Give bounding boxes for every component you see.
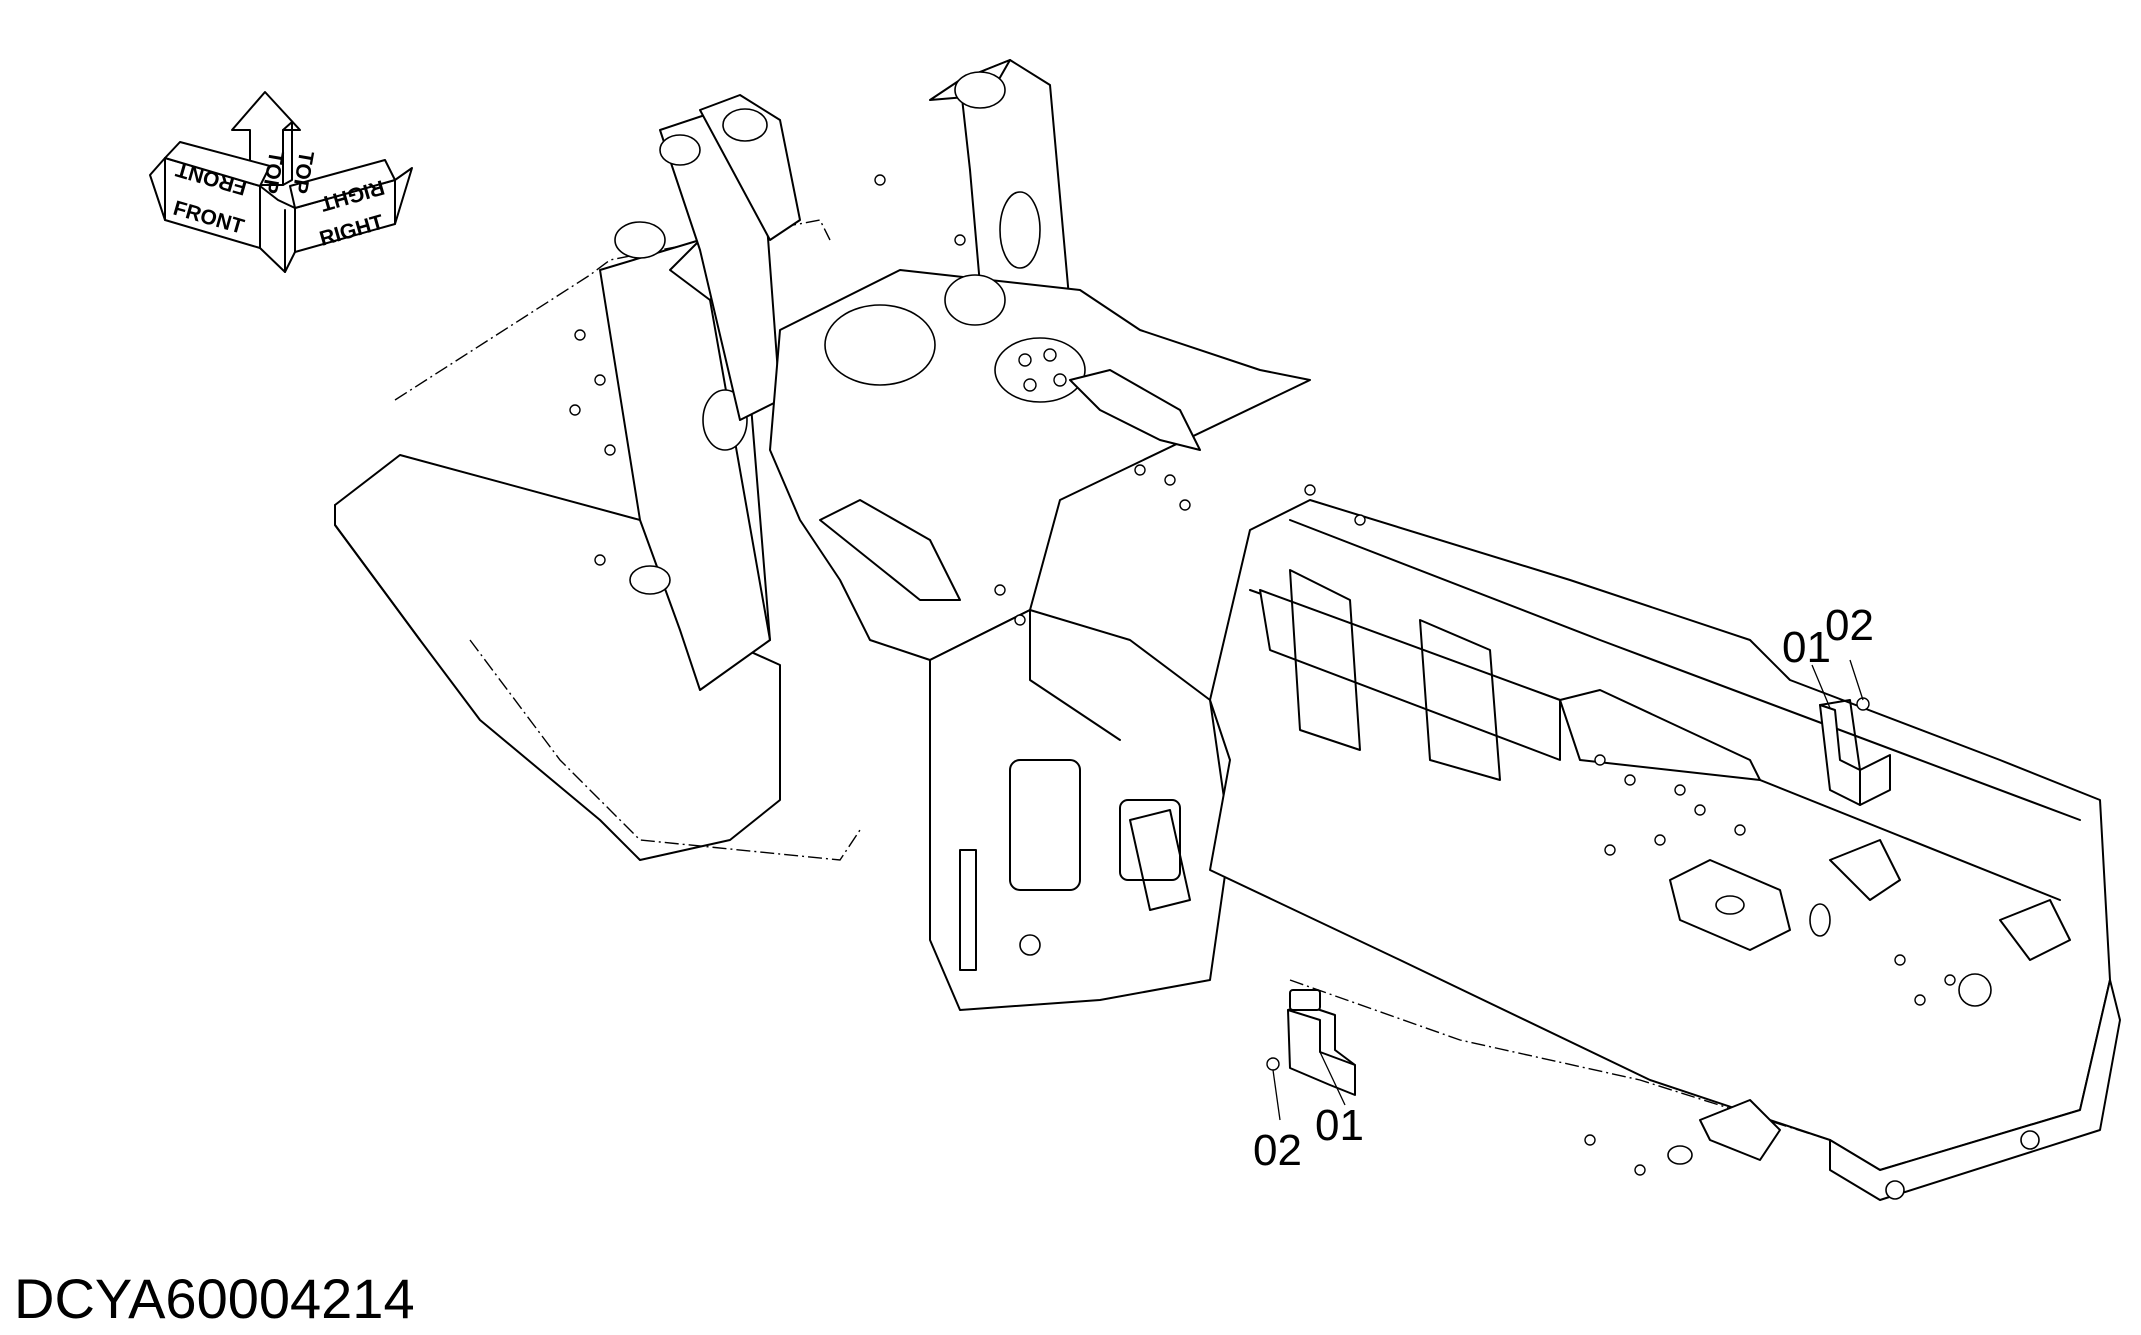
callout-01-upper: 01: [1782, 623, 1831, 672]
callout-01-lower: 01: [1315, 1101, 1364, 1150]
orientation-symbol: FRONT RIGHT FRONT TOP TOP RIGHT: [149, 91, 413, 273]
callout-02-upper: 02: [1825, 601, 1874, 650]
bracket-part-lower: [1266, 989, 1356, 1121]
callout-02-lower: 02: [1253, 1126, 1302, 1175]
frame-drawing: [334, 59, 2121, 1201]
bolt-heads: [569, 174, 1956, 1176]
drawing-id: DCYA60004214: [14, 1267, 415, 1330]
bracket-part-upper: [1811, 659, 1891, 806]
